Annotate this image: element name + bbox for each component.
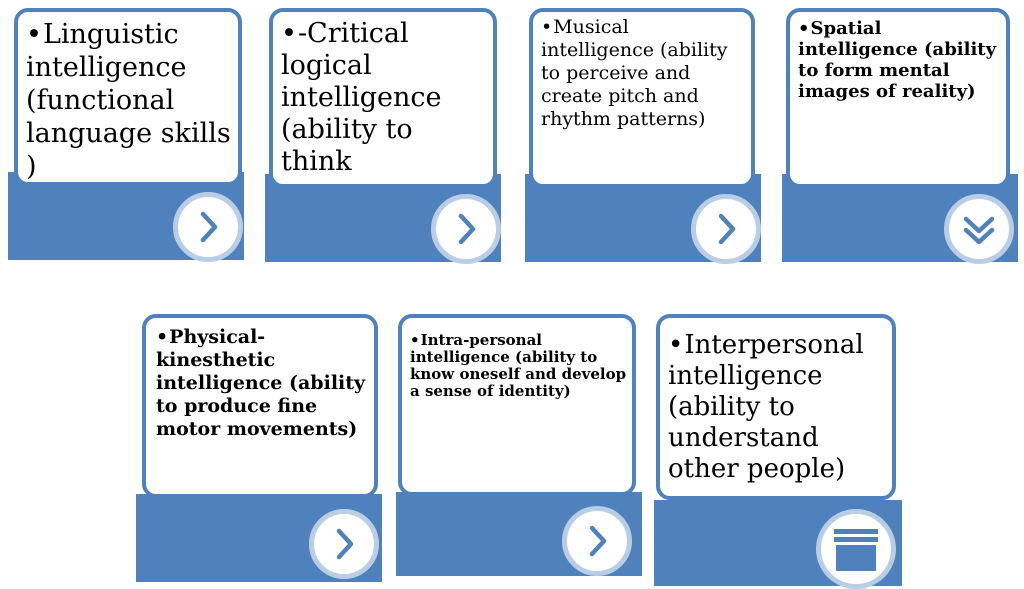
- card-interpersonal: •Interpersonal intelligence (ability to …: [654, 314, 902, 589]
- card-intra-personal: •Intra-personal intelligence (ability to…: [396, 314, 642, 576]
- card-panel: •Physical-kinesthetic intelligence (abil…: [142, 314, 378, 498]
- bullet: •: [281, 18, 297, 49]
- card-panel: •Interpersonal intelligence (ability to …: [656, 314, 896, 500]
- card-text: •Spatial intelligence (ability to form m…: [798, 18, 1002, 102]
- card-label: -Critical logical intelligence (ability …: [281, 18, 442, 177]
- next-button[interactable]: [431, 194, 501, 264]
- card-linguistic: •Linguistic intelligence (functional lan…: [8, 8, 244, 262]
- card-panel: •Linguistic intelligence (functional lan…: [14, 8, 242, 186]
- card-panel: •Intra-personal intelligence (ability to…: [398, 314, 636, 496]
- chevron-right-icon: [458, 213, 476, 245]
- card-label: Spatial intelligence (ability to form me…: [798, 18, 997, 102]
- card-label: Physical-kinesthetic intelligence (abili…: [156, 326, 366, 440]
- card-label: Interpersonal intelligence (ability to u…: [668, 330, 864, 484]
- bullet: •: [668, 330, 684, 360]
- next-button[interactable]: [309, 509, 379, 579]
- next-button[interactable]: [691, 194, 761, 264]
- bullet: •: [798, 18, 810, 39]
- chevron-right-icon: [589, 525, 607, 557]
- card-label: Linguistic intelligence (functional lang…: [26, 19, 231, 182]
- card-text: •-Critical logical intelligence (ability…: [281, 18, 489, 178]
- chevron-right-icon: [336, 528, 354, 560]
- card-physical-kinesthetic: •Physical-kinesthetic intelligence (abil…: [136, 314, 382, 582]
- bullet: •: [410, 331, 420, 349]
- card-label: Intra-personal intelligence (ability to …: [410, 331, 627, 400]
- card-text: •Intra-personal intelligence (ability to…: [410, 332, 628, 400]
- card-label: Musical intelligence (ability to perceiv…: [541, 16, 728, 130]
- card-text: •Interpersonal intelligence (ability to …: [668, 330, 888, 485]
- card-critical-logical: •-Critical logical intelligence (ability…: [265, 8, 501, 264]
- card-musical: •Musical intelligence (ability to percei…: [525, 8, 761, 264]
- bullet: •: [26, 19, 42, 50]
- archive-button[interactable]: [816, 509, 896, 589]
- chevron-right-icon: [718, 213, 736, 245]
- double-chevron-down-icon: [963, 216, 995, 245]
- card-text: •Physical-kinesthetic intelligence (abil…: [156, 326, 370, 441]
- bullet: •: [541, 16, 553, 38]
- card-panel: •-Critical logical intelligence (ability…: [269, 8, 497, 188]
- card-panel: •Spatial intelligence (ability to form m…: [786, 8, 1010, 188]
- bullet: •: [156, 326, 169, 348]
- next-button[interactable]: [562, 506, 632, 576]
- card-spatial: •Spatial intelligence (ability to form m…: [782, 8, 1018, 264]
- card-text: •Linguistic intelligence (functional lan…: [26, 18, 234, 182]
- card-text: •Musical intelligence (ability to percei…: [541, 16, 747, 131]
- archive-box-icon: [834, 529, 878, 571]
- next-button[interactable]: [173, 192, 243, 262]
- card-panel: •Musical intelligence (ability to percei…: [529, 8, 755, 188]
- expand-button[interactable]: [944, 194, 1014, 264]
- chevron-right-icon: [200, 211, 218, 243]
